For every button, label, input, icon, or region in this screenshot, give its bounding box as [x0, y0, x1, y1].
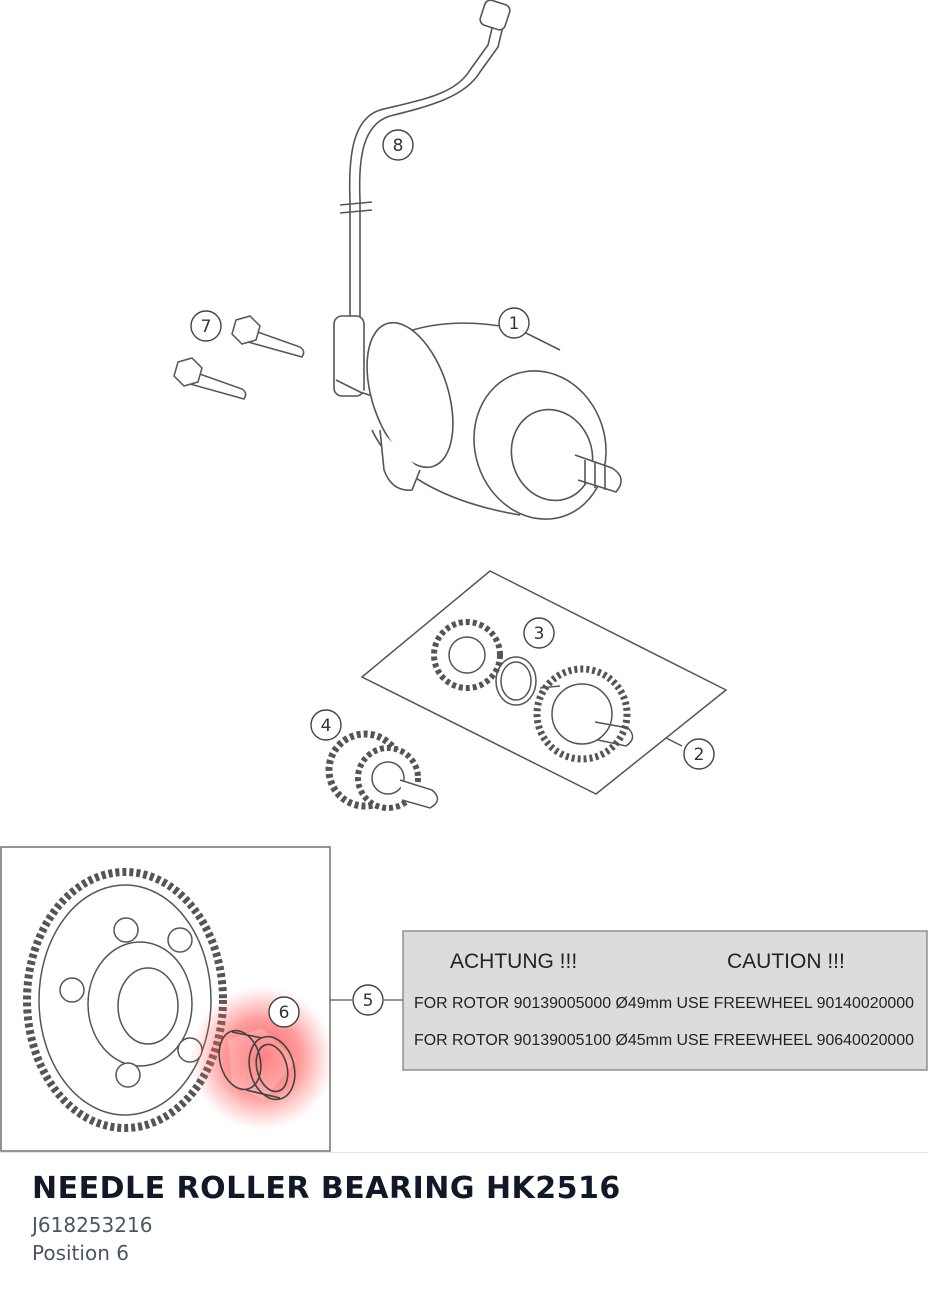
part-number: J618253216: [32, 1213, 153, 1237]
callout-1[interactable]: 1: [498, 307, 530, 339]
intermediate-gear[interactable]: [325, 730, 439, 811]
needle-roller-bearing[interactable]: [213, 1026, 302, 1105]
caution-heading-en: CAUTION !!!: [727, 950, 845, 973]
svg-text:7: 7: [201, 317, 212, 337]
exploded-parts-diagram: 8 7 1 2: [0, 0, 928, 1152]
svg-text:8: 8: [393, 136, 404, 156]
callout-8[interactable]: 8: [382, 129, 414, 161]
starter-cable[interactable]: [339, 0, 511, 320]
svg-text:1: 1: [509, 314, 520, 334]
part-position: Position 6: [32, 1241, 129, 1265]
caution-heading-de: ACHTUNG !!!: [450, 950, 577, 973]
callout-2[interactable]: 2: [683, 738, 715, 770]
callout-5[interactable]: 5: [352, 984, 384, 1016]
callout-7[interactable]: 7: [190, 310, 222, 342]
bolts[interactable]: [173, 315, 305, 400]
part-info-footer: NEEDLE ROLLER BEARING HK2516 J618253216 …: [0, 1152, 928, 1290]
highlight-glow: [190, 986, 334, 1130]
starter-motor[interactable]: [333, 312, 625, 536]
callout-4[interactable]: 4: [310, 709, 342, 741]
caution-panel: ACHTUNG !!! CAUTION !!! FOR ROTOR 901390…: [402, 930, 928, 1071]
svg-text:3: 3: [534, 624, 545, 644]
callout-6[interactable]: 6: [268, 996, 300, 1028]
caution-line-1: FOR ROTOR 90139005000 Ø49mm USE FREEWHEE…: [414, 995, 914, 1012]
svg-text:6: 6: [279, 1003, 290, 1023]
part-title: NEEDLE ROLLER BEARING HK2516: [32, 1171, 621, 1206]
caution-line-2: FOR ROTOR 90139005100 Ø45mm USE FREEWHEE…: [414, 1032, 914, 1049]
gear-kit-group[interactable]: [360, 570, 728, 795]
svg-text:4: 4: [321, 716, 332, 736]
callout-3[interactable]: 3: [523, 617, 555, 649]
svg-text:2: 2: [694, 745, 705, 765]
freewheel-gear[interactable]: [23, 868, 227, 1132]
svg-text:5: 5: [363, 991, 374, 1011]
